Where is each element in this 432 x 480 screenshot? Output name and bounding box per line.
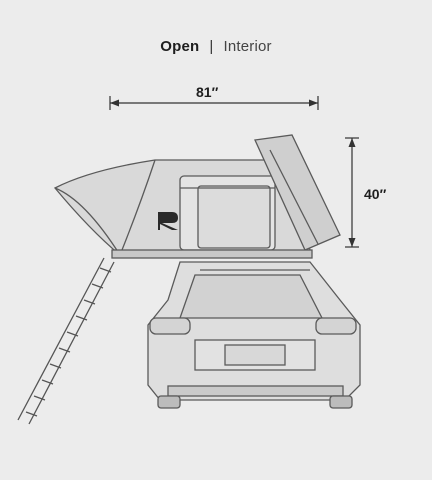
width-dimension-label: 81″ (196, 84, 219, 100)
caption-open: Open (160, 38, 200, 55)
width-dimension-line (109, 96, 319, 110)
ladder (17, 257, 115, 425)
caption-separator: | (209, 38, 214, 55)
vehicle (147, 261, 361, 409)
height-dimension-line (345, 137, 359, 248)
rooftop-tent (53, 134, 341, 259)
height-dimension-label: 40″ (364, 186, 387, 202)
view-caption: Open | Interior (0, 38, 432, 55)
caption-interior: Interior (223, 38, 272, 55)
